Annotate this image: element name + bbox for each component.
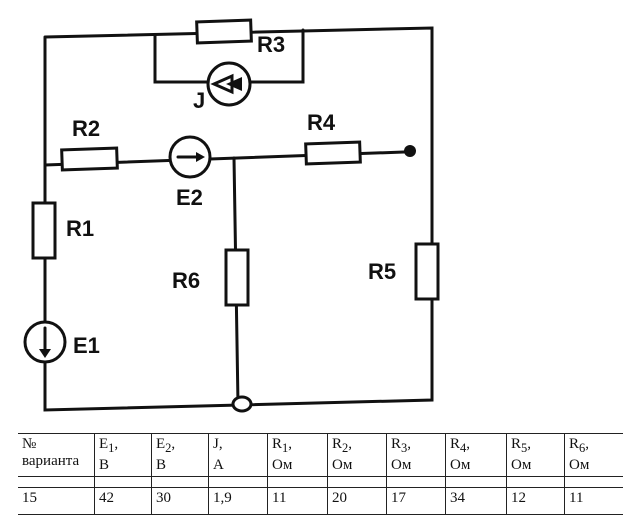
junction-node-bottom (231, 395, 253, 413)
header-j: J, А (208, 433, 268, 477)
source-e2-icon (168, 135, 212, 179)
cell-r6: 11 (564, 487, 623, 515)
label-r3: R3 (257, 32, 285, 57)
label-r6: R6 (172, 268, 200, 293)
table-row: 15 42 30 1,9 11 20 17 34 12 11 (18, 487, 623, 515)
header-unit: Ом (511, 457, 532, 473)
header-variant-top: № (22, 436, 37, 452)
header-symbol: R (511, 436, 522, 452)
header-subscript: 5 (521, 441, 528, 455)
header-r2: R2, Ом (327, 433, 387, 477)
header-subscript: 2 (165, 441, 172, 455)
header-comma: , (527, 436, 532, 452)
header-symbol: R (569, 436, 580, 452)
header-symbol: R (391, 436, 402, 452)
label-e2: E2 (176, 185, 203, 210)
header-e2: E2, В (151, 433, 209, 477)
resistor-r4 (304, 140, 362, 166)
header-unit: Ом (450, 457, 471, 473)
label-r2: R2 (72, 116, 100, 141)
resistor-r2 (60, 146, 119, 172)
header-comma: , (171, 436, 176, 452)
header-subscript: 1 (282, 441, 289, 455)
header-comma: , (114, 436, 119, 452)
header-subscript: 3 (401, 441, 408, 455)
label-r4: R4 (307, 110, 336, 135)
header-variant: № варианта (18, 433, 95, 477)
header-subscript: 2 (342, 441, 349, 455)
header-comma: , (288, 436, 293, 452)
header-comma: , (218, 436, 223, 452)
header-unit: Ом (391, 457, 412, 473)
header-comma: , (466, 436, 471, 452)
resistor-r1 (31, 201, 57, 260)
header-comma: , (407, 436, 412, 452)
current-source-j-icon (206, 61, 252, 107)
cell-r1: 11 (267, 487, 328, 515)
cell-e1: 42 (94, 487, 152, 515)
header-unit: Ом (272, 457, 293, 473)
header-r1: R1, Ом (267, 433, 328, 477)
header-r6: R6, Ом (564, 433, 623, 477)
header-subscript: 1 (108, 441, 115, 455)
header-unit: В (99, 457, 110, 473)
header-e1: E1, В (94, 433, 152, 477)
cell-r5: 12 (506, 487, 565, 515)
header-unit: В (156, 457, 167, 473)
resistor-r3 (195, 18, 253, 45)
header-symbol: J (213, 436, 219, 452)
header-symbol: R (450, 436, 461, 452)
label-e1: E1 (73, 333, 100, 358)
header-comma: , (348, 436, 353, 452)
cell-r2: 20 (327, 487, 387, 515)
header-r5: R5, Ом (506, 433, 565, 477)
cell-r3: 17 (386, 487, 446, 515)
header-unit: А (213, 457, 224, 473)
circuit-diagram: R1 R2 R3 R4 R5 R6 E1 E2 J (23, 18, 440, 413)
resistor-r5 (414, 242, 440, 301)
table-spacer-row (18, 476, 623, 488)
header-unit: Ом (332, 457, 353, 473)
junction-node-right (404, 145, 416, 157)
header-variant-bottom: варианта (22, 453, 80, 469)
cell-j: 1,9 (208, 487, 268, 515)
label-r5: R5 (368, 259, 396, 284)
header-subscript: 6 (579, 441, 586, 455)
cell-variant: 15 (18, 487, 95, 515)
label-r1: R1 (66, 216, 94, 241)
header-r3: R3, Ом (386, 433, 446, 477)
header-r4: R4, Ом (445, 433, 507, 477)
parameters-table: № варианта E1, В E2, В J, А R1, Ом R2, О… (18, 433, 623, 515)
resistor-r6 (224, 248, 250, 307)
table-header-row: № варианта E1, В E2, В J, А R1, Ом R2, О… (18, 433, 623, 477)
header-subscript: 4 (460, 441, 467, 455)
cell-e2: 30 (151, 487, 209, 515)
cell-r4: 34 (445, 487, 507, 515)
label-j: J (193, 88, 205, 113)
header-unit: Ом (569, 457, 590, 473)
source-e1-icon (23, 320, 67, 364)
header-symbol: R (332, 436, 343, 452)
header-symbol: R (272, 436, 283, 452)
header-symbol: E (99, 436, 109, 452)
header-comma: , (585, 436, 590, 452)
header-symbol: E (156, 436, 166, 452)
